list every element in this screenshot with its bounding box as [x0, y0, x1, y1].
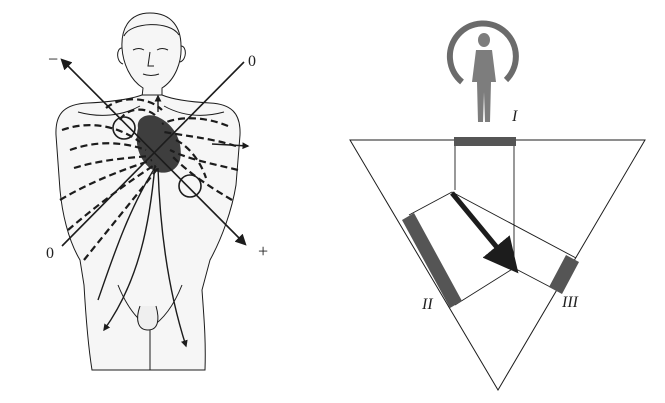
zero-bottom-label: 0: [46, 245, 54, 262]
genital: [137, 305, 159, 331]
triangle-outline: [349, 139, 646, 391]
lead-1-bar: [454, 137, 516, 146]
hairline: [123, 24, 180, 37]
projection-lines: [408, 146, 577, 306]
zero-axis: [61, 61, 245, 247]
plus-label: +: [258, 241, 269, 261]
heart-vector: [450, 191, 519, 274]
lead-3-bar: [549, 255, 579, 294]
silhouette-top: [472, 33, 496, 122]
minus-label: −: [48, 49, 59, 69]
lead-2-label: II: [422, 296, 433, 313]
observer-top: [446, 20, 519, 122]
human-torso: [55, 12, 241, 371]
arc-top: [446, 20, 519, 85]
lead-1-label: I: [512, 108, 518, 125]
negative-positive-axis: [60, 58, 247, 246]
lead-bars: [402, 137, 579, 308]
lead-axes: [60, 58, 247, 247]
head: [121, 12, 182, 98]
lead-2-bar: [402, 213, 462, 308]
left-eye: [132, 48, 145, 51]
zero-top-label: 0: [248, 53, 256, 70]
right-eye: [156, 48, 169, 51]
lead-3-label: III: [562, 294, 578, 311]
einthoven-triangle: [349, 137, 646, 391]
